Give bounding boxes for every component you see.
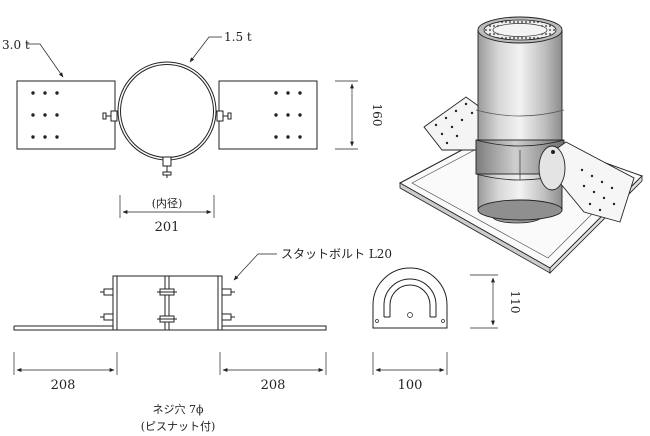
- thread-hole-note: (ピスナット付): [141, 420, 216, 433]
- ring-thickness-label: 1.5 t: [224, 30, 252, 44]
- bottom-bolt-tab: [162, 156, 172, 167]
- labels: 3.0 t 1.5 t 160 (内径) 201 スタットボルト L20 110…: [2, 30, 522, 433]
- left-base-flange: [13, 325, 114, 331]
- stud-bolt-leader: [233, 253, 277, 281]
- right-flange-holes: [274, 91, 302, 139]
- left-thickness-label: 3.0 t: [2, 38, 30, 52]
- iso-left-wing-holes: [434, 102, 474, 145]
- left-upright: [112, 275, 118, 331]
- ring-inner: [120, 64, 214, 158]
- left-bolt-tab: [110, 110, 118, 122]
- top-view: [16, 36, 358, 218]
- front-view: [13, 253, 327, 375]
- left-stud-bolts: [100, 288, 114, 321]
- side-center-hole: [407, 312, 413, 318]
- inner-diameter-value: 201: [155, 220, 180, 235]
- left-thickness-leader: [27, 43, 64, 78]
- right-base-flange: [221, 325, 327, 331]
- height-dimension-label: 160: [370, 104, 384, 127]
- left-flange-holes: [31, 91, 59, 139]
- side-profile-inner-arc: [383, 278, 437, 317]
- ring-thickness-leader: [189, 36, 222, 63]
- side-profile-outer: [372, 267, 448, 329]
- left-flange-label: 208: [51, 378, 76, 393]
- right-bolt-tab: [216, 110, 224, 122]
- ring-outer: [117, 61, 217, 161]
- clamp-body: [116, 275, 219, 331]
- right-flange-label: 208: [261, 378, 286, 393]
- stud-bolt-label: スタットボルト L20: [281, 247, 392, 261]
- right-flange-plate: [218, 80, 318, 150]
- side-view: [372, 267, 498, 375]
- front-height-label: 110: [508, 291, 522, 314]
- isometric-view: [398, 16, 643, 274]
- center-bolts: [157, 288, 177, 323]
- thread-hole-label: ネジ穴 7ϕ: [153, 402, 204, 416]
- depth-dimension-label: 100: [398, 378, 423, 393]
- right-upright: [217, 275, 223, 331]
- inner-diameter-caption: (内径): [152, 196, 183, 210]
- iso-right-wing-holes: [580, 168, 616, 212]
- right-stud-bolts: [221, 288, 235, 321]
